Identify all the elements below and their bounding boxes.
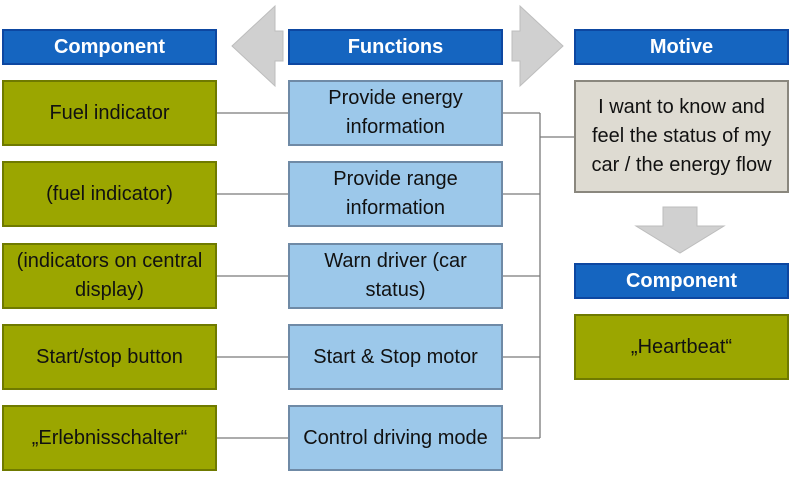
- component-header-secondary: Component: [574, 263, 789, 299]
- down-arrow-icon: [634, 206, 726, 254]
- component-box: (indicators on central display): [2, 243, 217, 309]
- function-box: Provide range information: [288, 161, 503, 227]
- component-box: (fuel indicator): [2, 161, 217, 227]
- right-arrow-icon: [511, 4, 564, 88]
- functions-header: Functions: [288, 29, 503, 65]
- function-box: Provide energy information: [288, 80, 503, 146]
- component-header: Component: [2, 29, 217, 65]
- function-box: Start & Stop motor: [288, 324, 503, 390]
- component-box: Fuel indicator: [2, 80, 217, 146]
- motive-box: I want to know and feel the status of my…: [574, 80, 789, 193]
- heartbeat-component-box: „Heartbeat“: [574, 314, 789, 380]
- function-box: Warn driver (car status): [288, 243, 503, 309]
- function-box: Control driving mode: [288, 405, 503, 471]
- component-box: Start/stop button: [2, 324, 217, 390]
- component-box: „Erlebnisschalter“: [2, 405, 217, 471]
- motive-header: Motive: [574, 29, 789, 65]
- left-arrow-icon: [231, 4, 284, 88]
